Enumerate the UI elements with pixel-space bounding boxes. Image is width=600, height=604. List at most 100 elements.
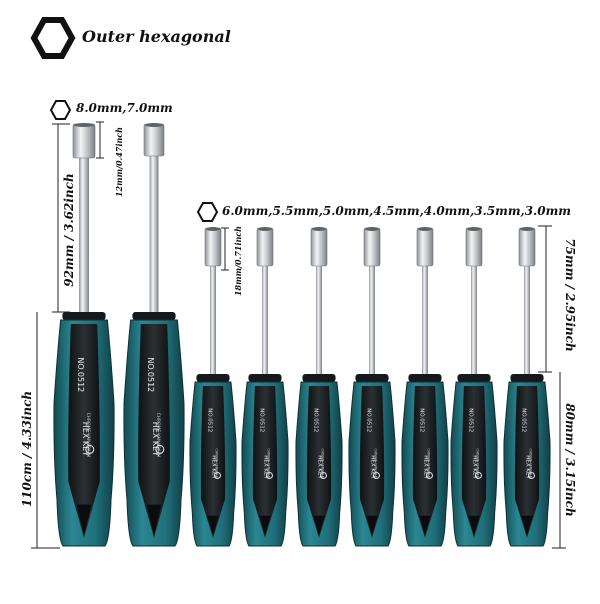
socket-depth-small: 18mm/0.71inch bbox=[233, 226, 243, 297]
socket-opening bbox=[467, 227, 481, 231]
socket-opening bbox=[418, 227, 432, 231]
socket bbox=[416, 227, 434, 267]
socket-opening bbox=[365, 227, 379, 231]
handle-fine-print: CHROME VANADIUM bbox=[214, 449, 218, 480]
socket-opening bbox=[312, 227, 326, 231]
hexagon-icon bbox=[30, 17, 76, 59]
handle-model-text: NO.0512 bbox=[146, 357, 155, 392]
handle-brand-text: HEX KEY bbox=[524, 455, 530, 479]
socket bbox=[363, 227, 381, 267]
arrow-mark bbox=[146, 504, 162, 536]
handle-model-text: NO.0512 bbox=[259, 408, 265, 432]
ferrule bbox=[510, 374, 544, 382]
ferrule bbox=[408, 374, 442, 382]
shaft bbox=[210, 266, 216, 382]
circle-mark bbox=[155, 444, 165, 454]
arrow-mark bbox=[313, 515, 325, 536]
circle-mark bbox=[319, 471, 327, 479]
dimension-lines bbox=[31, 121, 566, 549]
shaft bbox=[316, 266, 322, 382]
handle-panel bbox=[461, 386, 487, 538]
arrow-mark bbox=[207, 515, 219, 536]
socket bbox=[310, 227, 328, 267]
socket-opening bbox=[258, 227, 272, 231]
shaft bbox=[471, 266, 477, 382]
shaft bbox=[422, 266, 428, 382]
circle-mark bbox=[85, 444, 95, 454]
handle-brand-text: HEX KEY bbox=[151, 422, 160, 456]
handle-brand-text: HEX KEY bbox=[471, 455, 477, 479]
handle-panel bbox=[514, 386, 540, 538]
ferrule bbox=[196, 374, 230, 382]
ferrule bbox=[457, 374, 491, 382]
socket-opening bbox=[145, 123, 163, 127]
socket bbox=[72, 123, 96, 159]
handle-fine-print: CHROME VANADIUM bbox=[426, 449, 430, 480]
socket-depth-large: 12mm/0.47inch bbox=[114, 127, 124, 198]
handle-panel bbox=[306, 386, 332, 538]
handle-brand-text: HEX KEY bbox=[369, 455, 375, 479]
socket bbox=[465, 227, 483, 267]
handle-brand-text: HEX KEY bbox=[316, 455, 322, 479]
arrow-mark bbox=[76, 504, 92, 536]
handle-brand-text: HEX KEY bbox=[262, 455, 268, 479]
ferrule bbox=[248, 374, 282, 382]
ferrule bbox=[355, 374, 389, 382]
handle-model-text: NO.0512 bbox=[521, 408, 527, 432]
shaft bbox=[149, 156, 159, 320]
hexagon-icon bbox=[49, 100, 72, 120]
socket-opening bbox=[520, 227, 534, 231]
handle-fine-print: CHROME VANADIUM bbox=[155, 413, 161, 458]
handle-length-large: 110cm / 4.33inch bbox=[20, 390, 34, 508]
hexagon-icon bbox=[196, 202, 219, 222]
handle-fine-print: CHROME VANADIUM bbox=[266, 449, 270, 480]
shaft-length-small: 75mm / 2.95inch bbox=[563, 238, 577, 352]
ferrule bbox=[132, 312, 176, 320]
handle-fine-print: CHROME VANADIUM bbox=[373, 449, 377, 480]
handle-panel bbox=[359, 386, 385, 538]
circle-mark bbox=[425, 471, 433, 479]
socket-opening bbox=[74, 123, 94, 127]
handle-brand-text: HEX KEY bbox=[81, 422, 90, 456]
circle-mark bbox=[527, 471, 535, 479]
circle-mark bbox=[372, 471, 380, 479]
handle-model-text: NO.0512 bbox=[313, 408, 319, 432]
handle-fine-print: CHROME VANADIUM bbox=[528, 449, 532, 480]
socket bbox=[204, 227, 222, 267]
handle-model-text: NO.0512 bbox=[76, 357, 85, 392]
ferrule bbox=[302, 374, 336, 382]
handle-panel bbox=[412, 386, 438, 538]
socket bbox=[518, 227, 536, 267]
shaft-length-large: 92mm / 3.62inch bbox=[62, 173, 76, 287]
arrow-mark bbox=[468, 515, 480, 536]
socket bbox=[256, 227, 274, 267]
handle-brand-text: HEX KEY bbox=[422, 455, 428, 479]
shaft bbox=[262, 266, 268, 382]
arrow-mark bbox=[259, 515, 271, 536]
handle-fine-print: CHROME VANADIUM bbox=[475, 449, 479, 480]
handle-brand-text: HEX KEY bbox=[210, 455, 216, 479]
handle-model-text: NO.0512 bbox=[207, 408, 213, 432]
handle-panel bbox=[68, 324, 100, 538]
socket bbox=[143, 123, 165, 157]
title: Outer hexagonal bbox=[82, 27, 231, 46]
arrow-mark bbox=[419, 515, 431, 536]
ferrule bbox=[62, 312, 106, 320]
shaft bbox=[79, 158, 89, 320]
large-sizes-label: 8.0mm,7.0mm bbox=[76, 101, 173, 115]
shaft bbox=[524, 266, 530, 382]
handle-fine-print: CHROME VANADIUM bbox=[85, 413, 91, 458]
arrow-mark bbox=[521, 515, 533, 536]
handle-model-text: NO.0512 bbox=[468, 408, 474, 432]
handle-panel bbox=[200, 386, 226, 538]
arrow-mark bbox=[366, 515, 378, 536]
